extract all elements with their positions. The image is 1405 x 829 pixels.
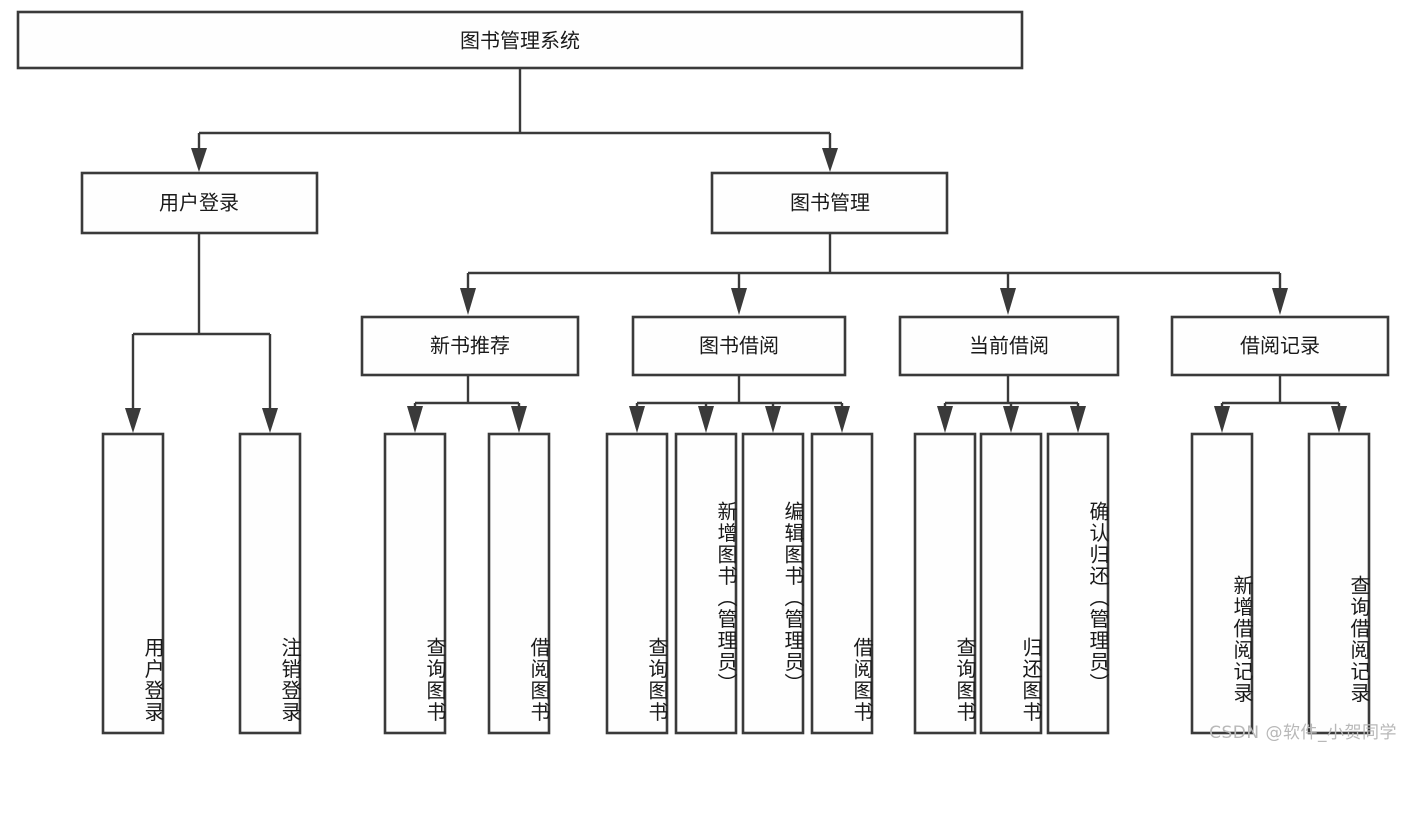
connector-group-user-login [125,233,278,433]
node-leaf-query-book-2-box[interactable] [605,432,669,735]
arrowhead-to-user-login [191,148,207,172]
connector-group-book-management [460,233,1288,315]
node-root-box[interactable] [16,10,1024,70]
node-book-borrow[interactable]: 图书借阅 [631,315,847,377]
diagram-canvas: 图书管理系统 用户登录 图书管理 新书推荐 图书借阅 当前借阅 借阅记录 [16,10,1397,743]
arrowhead-to-current-borrow [1000,288,1016,315]
node-leaf-borrow-book-1-box[interactable] [487,432,551,735]
node-borrow-record-box[interactable] [1170,315,1390,377]
arrowhead-to-borrow-record [1272,288,1288,315]
connector-group-new-book-recommend [407,375,527,433]
node-root-label: 图书管理系统 [460,29,580,53]
arrowhead-leaf-logout-login [262,408,278,433]
hierarchy-diagram-svg: 图书管理系统 用户登录 图书管理 新书推荐 图书借阅 当前借阅 借阅记录 [16,10,1390,735]
arrowhead-to-new-book-recommend [460,288,476,315]
node-leaf-query-record-box[interactable] [1307,432,1371,735]
arrowhead-leaf-query-record [1331,406,1347,433]
node-leaf-confirm-return-box[interactable] [1046,432,1110,735]
node-leaf-add-book-box[interactable] [674,432,738,735]
arrowhead-leaf-borrow-book-2 [834,406,850,433]
arrowhead-leaf-borrow-book-1 [511,406,527,433]
node-book-management[interactable]: 图书管理 [710,171,949,235]
node-leaf-borrow-book-2-box[interactable] [810,432,874,735]
node-leaf-add-record-box[interactable] [1190,432,1254,735]
connector-group-root [191,68,838,172]
arrowhead-leaf-return-book [1003,406,1019,433]
node-current-borrow-label: 当前借阅 [969,334,1049,358]
arrowhead-leaf-query-book-1 [407,406,423,433]
node-book-management-box[interactable] [710,171,949,235]
node-current-borrow[interactable]: 当前借阅 [898,315,1120,377]
node-borrow-record-label: 借阅记录 [1240,334,1320,358]
arrowhead-leaf-add-record [1214,406,1230,433]
node-leaf-logout-login-box[interactable] [238,432,302,735]
arrowhead-leaf-user-login [125,408,141,433]
arrowhead-leaf-query-book-2 [629,406,645,433]
node-book-borrow-label: 图书借阅 [699,334,779,358]
arrowhead-leaf-query-book-3 [937,406,953,433]
node-leaf-user-login-box[interactable] [101,432,165,735]
node-user-login[interactable]: 用户登录 [80,171,319,235]
node-new-book-recommend-label: 新书推荐 [430,334,510,358]
node-leaf-query-book-3-box[interactable] [913,432,977,735]
arrowhead-leaf-add-book [698,406,714,433]
node-leaf-return-book-box[interactable] [979,432,1043,735]
connector-group-current-borrow [937,375,1086,433]
node-book-borrow-box[interactable] [631,315,847,377]
csdn-watermark: CSDN @软件_小贺同学 [1209,723,1397,743]
node-user-login-box[interactable] [80,171,319,235]
node-new-book-recommend-box[interactable] [360,315,580,377]
arrowhead-to-book-management [822,148,838,172]
connector-group-borrow-record [1214,375,1347,433]
arrowhead-to-book-borrow [731,288,747,315]
arrowhead-leaf-confirm-return [1070,406,1086,433]
node-leaf-query-book-1-box[interactable] [383,432,447,735]
node-new-book-recommend[interactable]: 新书推荐 [360,315,580,377]
node-leaf-edit-book-box[interactable] [741,432,805,735]
node-current-borrow-box[interactable] [898,315,1120,377]
node-book-management-label: 图书管理 [790,191,870,215]
node-user-login-label: 用户登录 [159,191,239,215]
arrowhead-leaf-edit-book [765,406,781,433]
node-root[interactable]: 图书管理系统 [16,10,1024,70]
node-borrow-record[interactable]: 借阅记录 [1170,315,1390,377]
connector-group-book-borrow [629,375,850,433]
